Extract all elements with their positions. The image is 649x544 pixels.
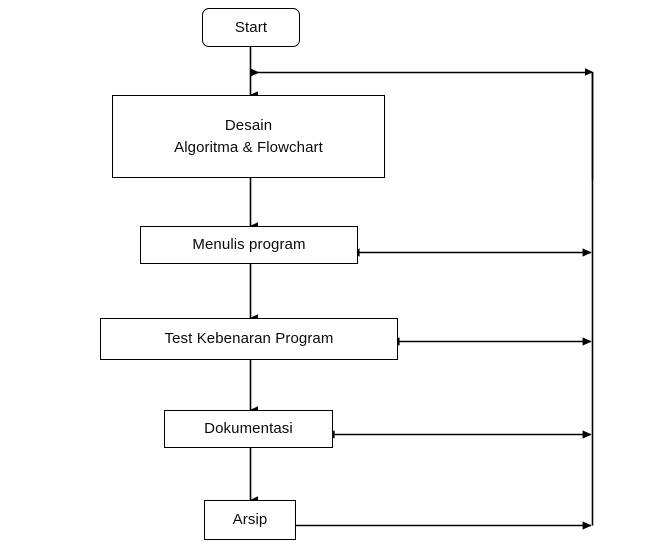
node-desain-algoritma-flowchart[interactable]: Desain Algoritma & Flowchart (112, 95, 385, 178)
node-test-kebenaran-program[interactable]: Test Kebenaran Program (100, 318, 398, 360)
node-menulis-program[interactable]: Menulis program (140, 226, 358, 264)
node-start[interactable]: Start (202, 8, 300, 47)
node-arsip[interactable]: Arsip (204, 500, 296, 540)
node-dokumentasi[interactable]: Dokumentasi (164, 410, 333, 448)
